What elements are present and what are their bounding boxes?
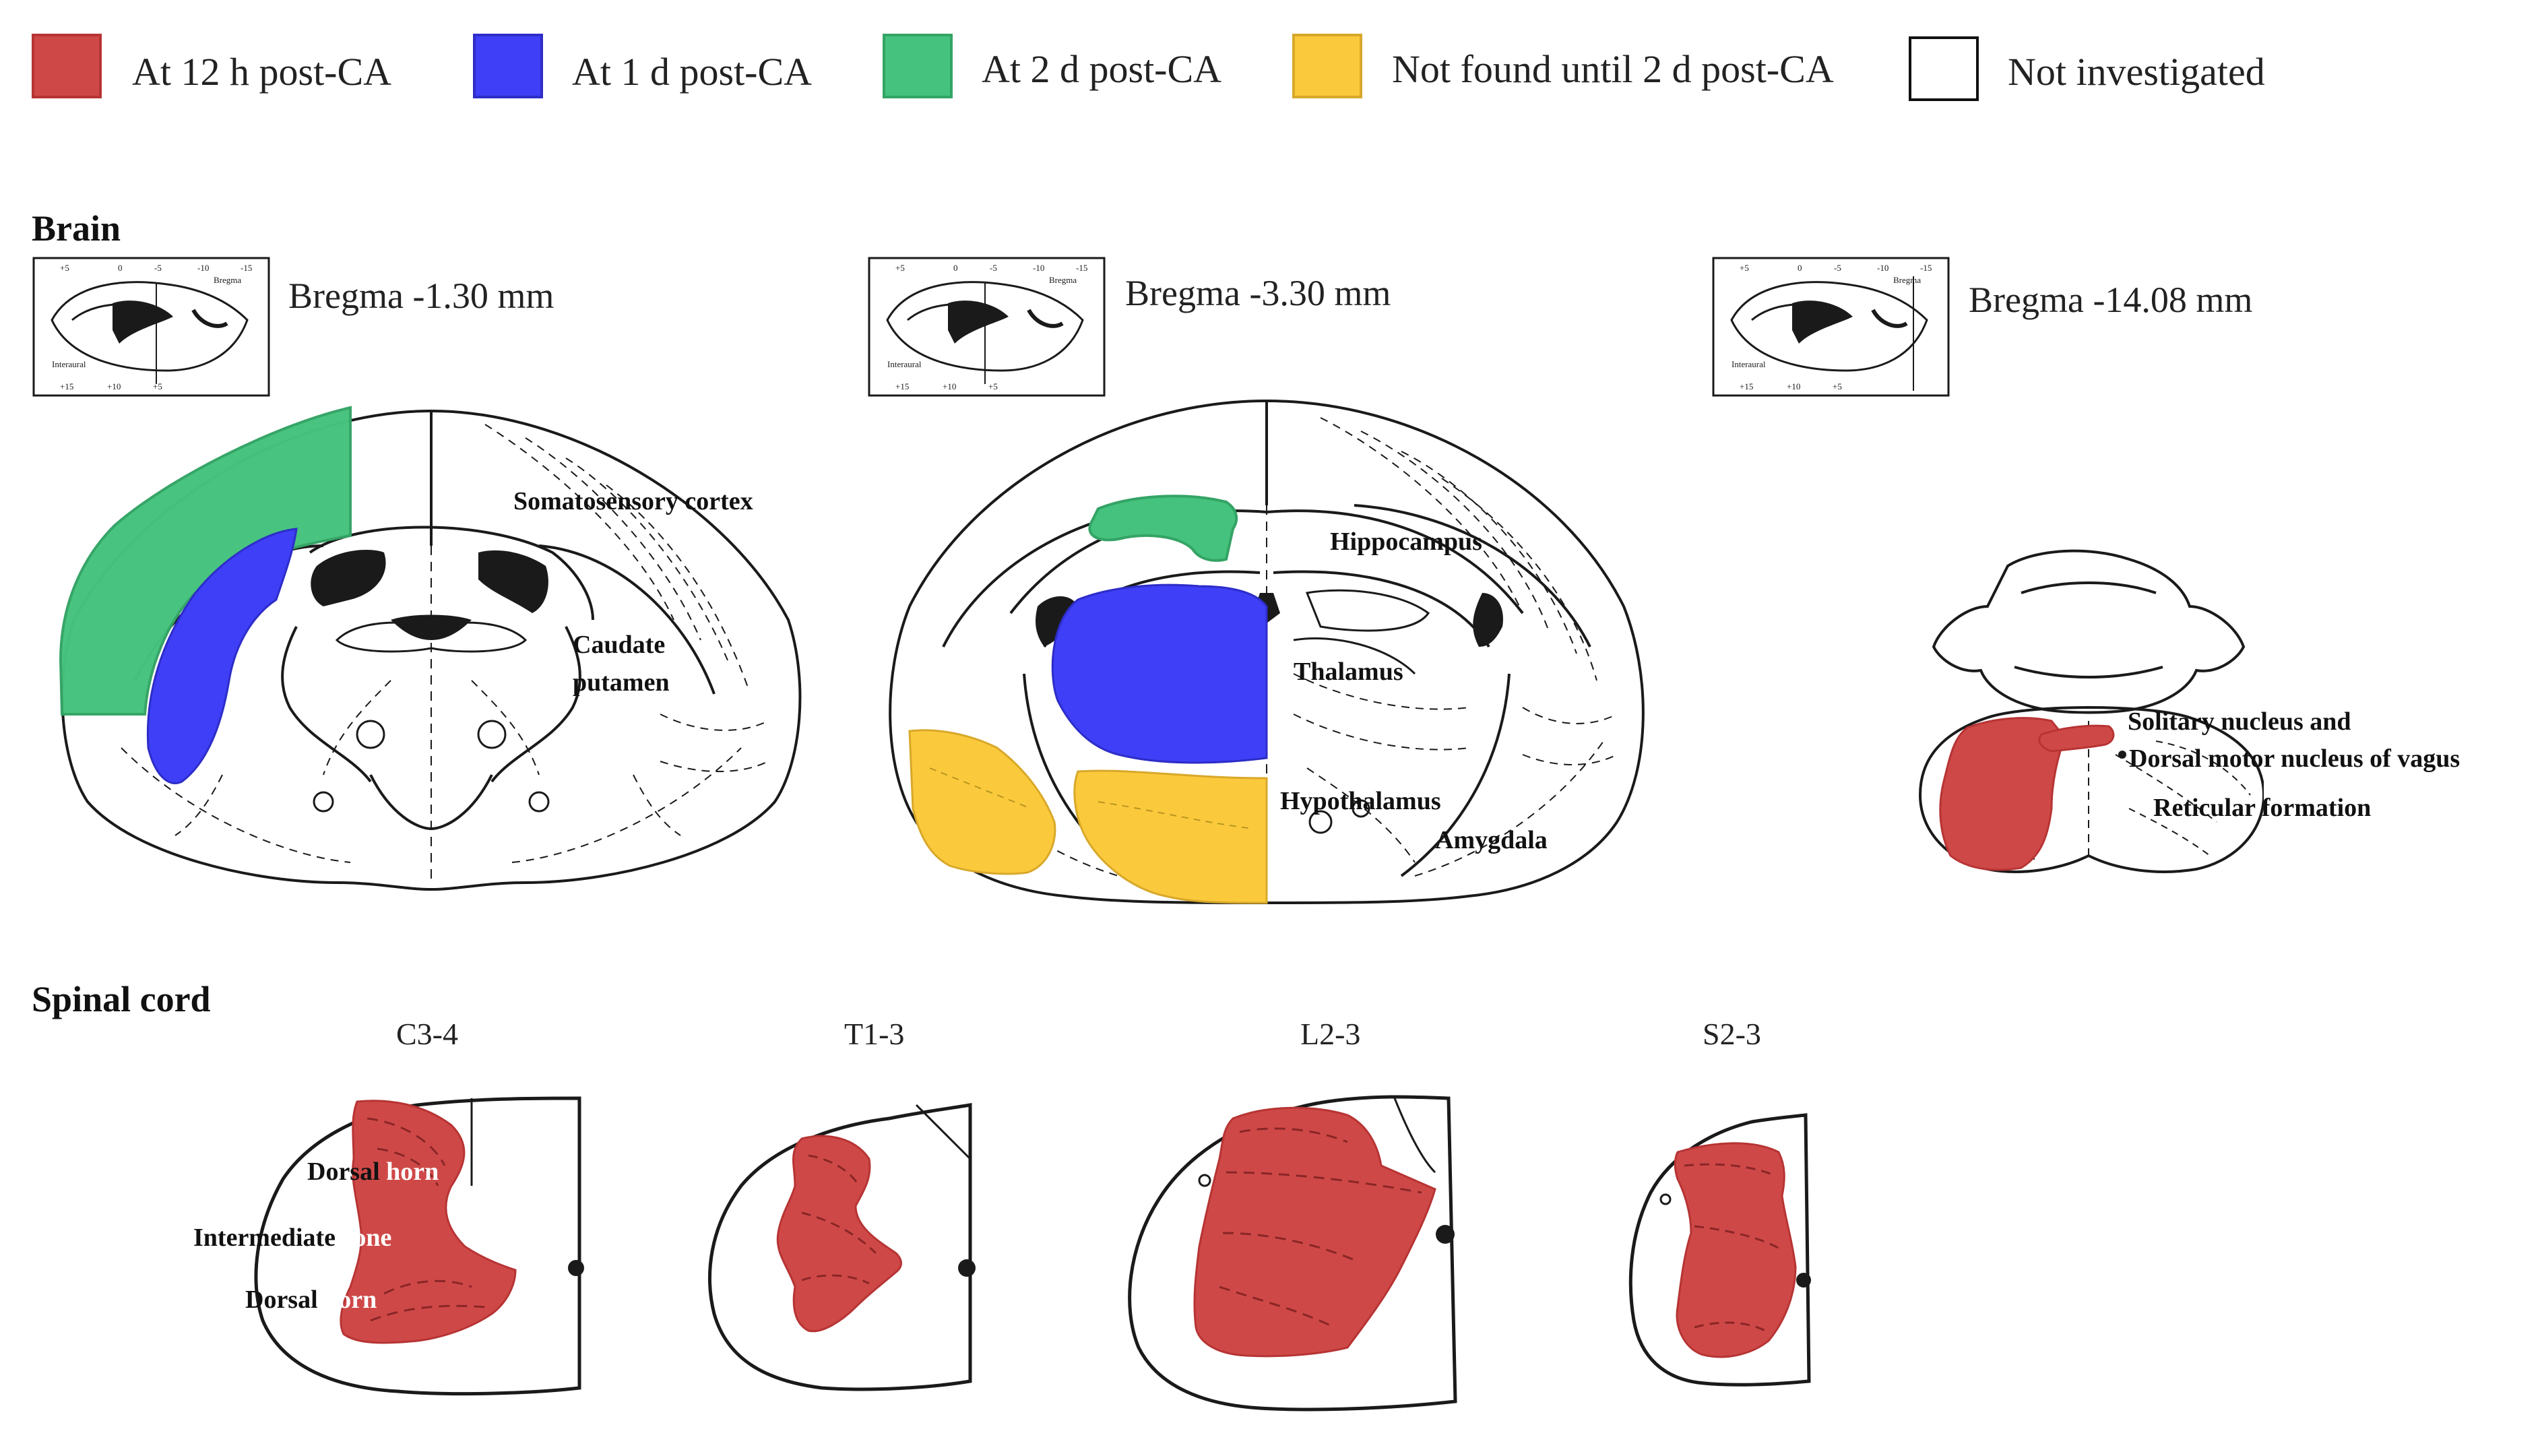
region-hypothalamus-yellow bbox=[1073, 769, 1268, 904]
inset-1-tick-3: -10 bbox=[197, 263, 209, 273]
spinal-section-s2-3 bbox=[1628, 1113, 1811, 1387]
s2-3-gray-matter-red bbox=[1674, 1142, 1797, 1358]
inset-3-btick-0: +15 bbox=[1740, 381, 1753, 391]
region-caudate-blue bbox=[146, 528, 298, 784]
spinal-section-c3-4 bbox=[254, 1096, 584, 1396]
c3-4-outline bbox=[254, 1096, 581, 1396]
legend-swatch-1d bbox=[473, 34, 543, 98]
legend-label-1d: At 1 d post-CA bbox=[572, 50, 813, 94]
t1-3-gray-matter-red bbox=[776, 1135, 902, 1333]
l2-3-gray-matter-red bbox=[1193, 1106, 1436, 1358]
legend-swatch-12h bbox=[32, 34, 102, 98]
c3-4-dorsal-horn-part2: horn bbox=[386, 1158, 439, 1186]
legend-label-2d: At 2 d post-CA bbox=[982, 47, 1222, 91]
inset-3-btick-1: +10 bbox=[1787, 381, 1800, 391]
l2-3-outline bbox=[1128, 1095, 1457, 1412]
legend-swatch-not-investigated bbox=[1909, 36, 1979, 101]
s2-3-outline bbox=[1628, 1113, 1811, 1387]
inset-1-tick-2: -5 bbox=[154, 263, 162, 273]
region-medulla-red bbox=[1939, 717, 2066, 871]
region-thalamus-blue bbox=[1051, 583, 1268, 764]
region-solitary-nucleus-red bbox=[2038, 724, 2115, 753]
region-amygdala-yellow bbox=[908, 729, 1056, 875]
label-reticular-formation: Reticular formation bbox=[2153, 794, 2372, 822]
inset-1-tick-1: 0 bbox=[118, 263, 123, 273]
segment-label-s2-3: S2-3 bbox=[1703, 1017, 1761, 1051]
brain-section-2 bbox=[889, 399, 1645, 904]
legend-swatch-2d bbox=[883, 34, 953, 98]
spinal-section-t1-3 bbox=[708, 1103, 976, 1391]
bregma-label-3: Bregma -14.08 mm bbox=[1969, 280, 2253, 320]
legend-label-not-found: Not found until 2 d post-CA bbox=[1392, 47, 1834, 91]
inset-1-btick-0: +15 bbox=[60, 381, 73, 391]
inset-2-btick-0: +15 bbox=[895, 381, 909, 391]
bregma-label-1: Bregma -1.30 mm bbox=[288, 276, 554, 316]
label-thalamus: Thalamus bbox=[1294, 658, 1403, 686]
t1-3-outline bbox=[708, 1103, 972, 1391]
inset-2-tick-1: 0 bbox=[953, 263, 958, 273]
inset-1-tick-0: +5 bbox=[60, 263, 69, 273]
inset-3-tick-0: +5 bbox=[1740, 263, 1749, 273]
inset-2-interaural: Interaural bbox=[887, 359, 922, 369]
brain-section-3 bbox=[1918, 549, 2264, 873]
spinal-cord-title: Spinal cord bbox=[32, 979, 211, 1019]
inset-2-tick-0: +5 bbox=[895, 263, 905, 273]
legend-label-12h: At 12 h post-CA bbox=[132, 50, 392, 94]
segment-label-l2-3: L2-3 bbox=[1300, 1017, 1361, 1051]
region-hippocampus-green bbox=[1088, 495, 1238, 562]
c3-4-ventral-horn-part1: Dorsal bbox=[245, 1286, 325, 1314]
segment-label-t1-3: T1-3 bbox=[844, 1017, 905, 1051]
inset-1-btick-2: +5 bbox=[153, 381, 162, 391]
section-1-ventricles bbox=[311, 550, 548, 640]
inset-2-btick-2: +5 bbox=[988, 381, 998, 391]
inset-1-bregma: Bregma bbox=[214, 275, 241, 285]
inset-3-btick-2: +5 bbox=[1833, 381, 1842, 391]
c3-4-ventral-horn-label: Dorsal horn bbox=[245, 1287, 377, 1312]
brain-section-1 bbox=[59, 406, 802, 891]
label-caudate: Caudate bbox=[573, 631, 666, 659]
c3-4-intermediate-zone-label: Intermediate zone bbox=[193, 1225, 391, 1251]
inset-2-btick-1: +10 bbox=[943, 381, 956, 391]
inset-3-interaural: Interaural bbox=[1732, 359, 1766, 369]
inset-3-tick-1: 0 bbox=[1798, 263, 1802, 273]
c3-4-intermediate-zone-part1: Intermediate bbox=[193, 1224, 342, 1252]
label-hypothalamus: Hypothalamus bbox=[1280, 787, 1441, 815]
legend-label-not-investigated: Not investigated bbox=[2008, 50, 2265, 94]
c3-4-ventral-horn-part2: horn bbox=[324, 1286, 377, 1314]
label-somatosensory-cortex: Somatosensory cortex bbox=[513, 487, 753, 515]
inset-3-tick-2: -5 bbox=[1834, 263, 1841, 273]
section-2-ventricles bbox=[1036, 593, 1503, 647]
legend-swatch-not-found bbox=[1292, 34, 1362, 98]
c3-4-dorsal-horn-label: Dorsal horn bbox=[307, 1159, 439, 1184]
inset-2-tick-3: -10 bbox=[1033, 263, 1044, 273]
segment-label-c3-4: C3-4 bbox=[396, 1017, 458, 1051]
inset-3-tick-3: -10 bbox=[1877, 263, 1888, 273]
c3-4-intermediate-zone-part2: zone bbox=[342, 1224, 392, 1252]
inset-sagittal-2: +5 0 -5 -10 -15 Bregma Interaural +15 +1… bbox=[868, 257, 1106, 397]
inset-1-btick-1: +10 bbox=[107, 381, 121, 391]
brain-title: Brain bbox=[32, 208, 121, 249]
inset-sagittal-3: +5 0 -5 -10 -15 Bregma Interaural +15 +1… bbox=[1712, 257, 1950, 397]
inset-3-tick-4: -15 bbox=[1920, 263, 1932, 273]
c3-4-dorsal-horn-part1: Dorsal bbox=[307, 1158, 387, 1186]
label-dorsal-motor-nucleus: Dorsal motor nucleus of vagus bbox=[2129, 745, 2460, 773]
label-putamen: putamen bbox=[573, 668, 670, 697]
bregma-label-2: Bregma -3.30 mm bbox=[1125, 273, 1391, 313]
label-hippocampus: Hippocampus bbox=[1330, 528, 1482, 556]
inset-sagittal-1: +5 0 -5 -10 -15 Bregma Interaural +15 +1… bbox=[32, 257, 270, 397]
cerebellum-outline bbox=[1932, 549, 2246, 714]
medulla-outline bbox=[1918, 706, 2264, 873]
c3-4-gray-matter-red bbox=[340, 1100, 517, 1344]
inset-2-tick-4: -15 bbox=[1076, 263, 1087, 273]
inset-3-bregma: Bregma bbox=[1893, 275, 1921, 285]
inset-2-tick-2: -5 bbox=[990, 263, 997, 273]
spinal-section-l2-3 bbox=[1128, 1095, 1457, 1412]
inset-2-bregma: Bregma bbox=[1049, 275, 1077, 285]
inset-1-tick-4: -15 bbox=[241, 263, 252, 273]
label-amygdala: Amygdala bbox=[1435, 826, 1548, 854]
inset-1-interaural: Interaural bbox=[52, 359, 86, 369]
label-solitary-nucleus: Solitary nucleus and bbox=[2128, 707, 2351, 736]
